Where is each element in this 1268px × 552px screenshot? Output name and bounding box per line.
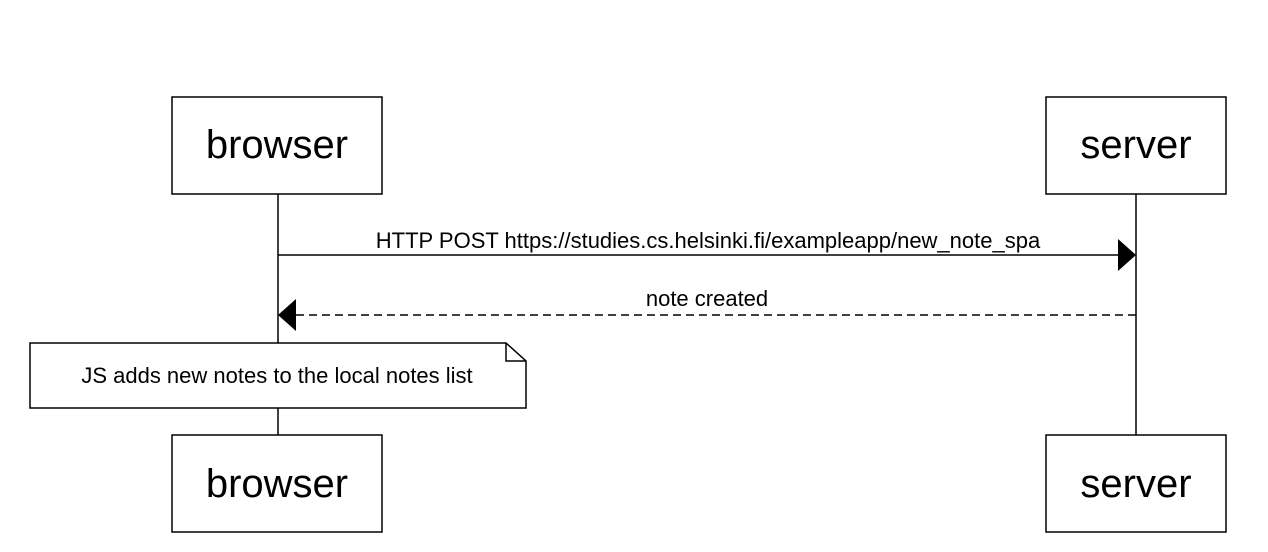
participant-browser-top-label: browser (206, 123, 348, 167)
message-http-post-label: HTTP POST https://studies.cs.helsinki.fi… (376, 228, 1041, 253)
message-note-created-label: note created (646, 286, 768, 311)
note-browser-fold (505, 343, 526, 362)
participant-server-bottom-label: server (1080, 462, 1191, 506)
participant-server-top-label: server (1080, 123, 1191, 167)
participant-browser-top: browser (171, 96, 383, 195)
participant-browser-bottom-label: browser (206, 462, 348, 506)
participant-server-top: server (1045, 96, 1227, 195)
message-note-created: note created (278, 286, 1136, 331)
message-note-created-arrowhead (278, 299, 296, 331)
note-browser-text: JS adds new notes to the local notes lis… (81, 363, 472, 388)
participant-browser-bottom: browser (171, 434, 383, 533)
note-browser: JS adds new notes to the local notes lis… (29, 342, 527, 409)
message-http-post: HTTP POST https://studies.cs.helsinki.fi… (278, 228, 1136, 271)
participant-server-bottom: server (1045, 434, 1227, 533)
message-http-post-arrowhead (1118, 239, 1136, 271)
note-browser-box (29, 342, 527, 409)
